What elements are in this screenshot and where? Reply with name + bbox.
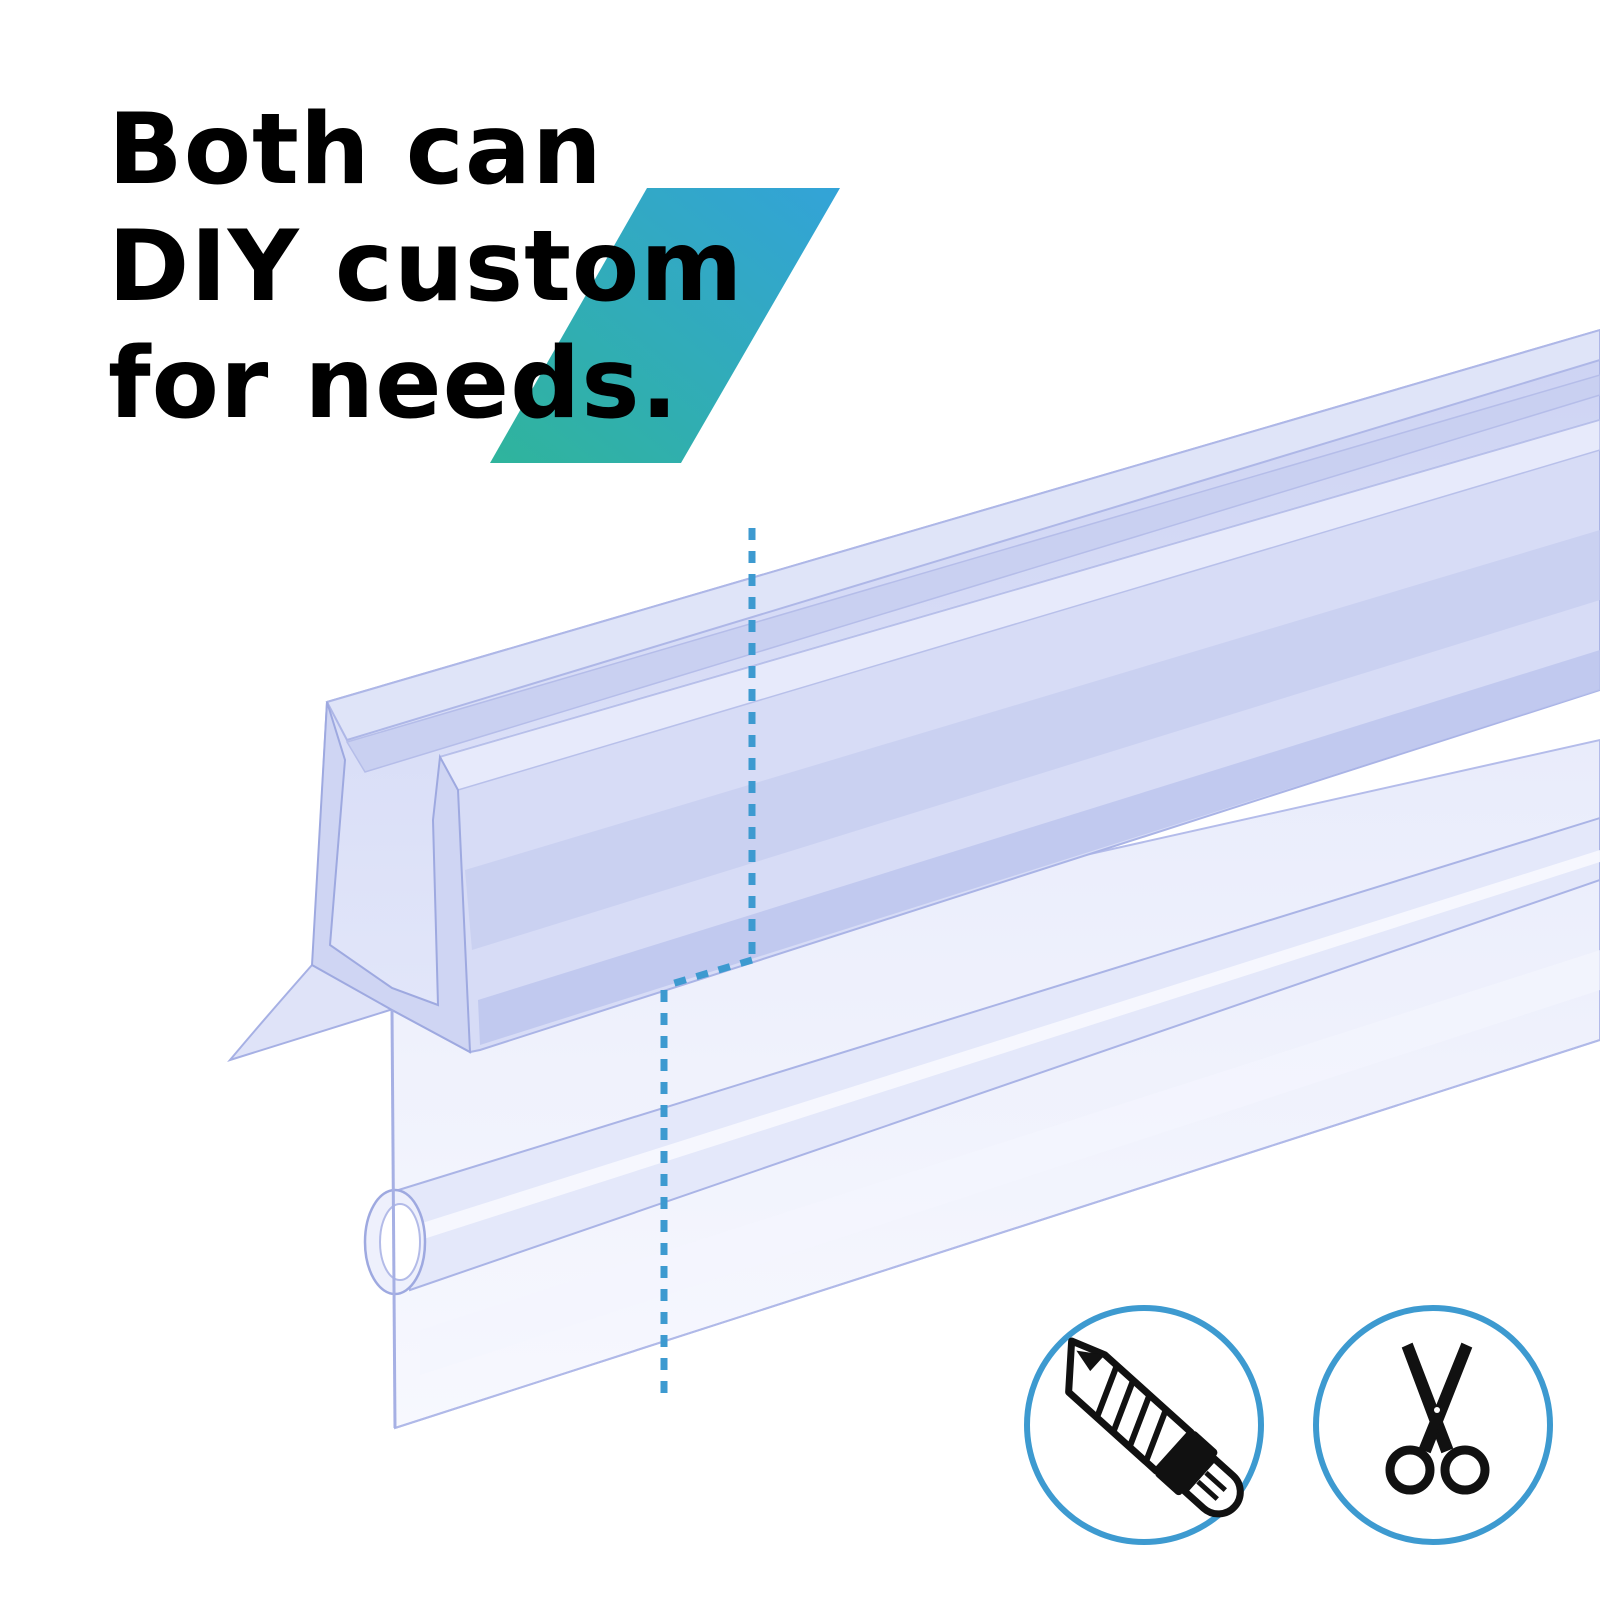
headline: Both can DIY custom for needs. (108, 92, 743, 443)
headline-line-3: for needs. (108, 327, 679, 441)
headline-line-1: Both can (108, 93, 603, 207)
cut-guide-line (660, 528, 756, 1400)
accent-parallelogram (490, 188, 840, 463)
utility-knife-icon (1024, 1305, 1264, 1545)
scissors-icon (1313, 1305, 1553, 1545)
headline-line-2: DIY custom (108, 210, 744, 324)
shower-seal-strip (227, 328, 1600, 1430)
